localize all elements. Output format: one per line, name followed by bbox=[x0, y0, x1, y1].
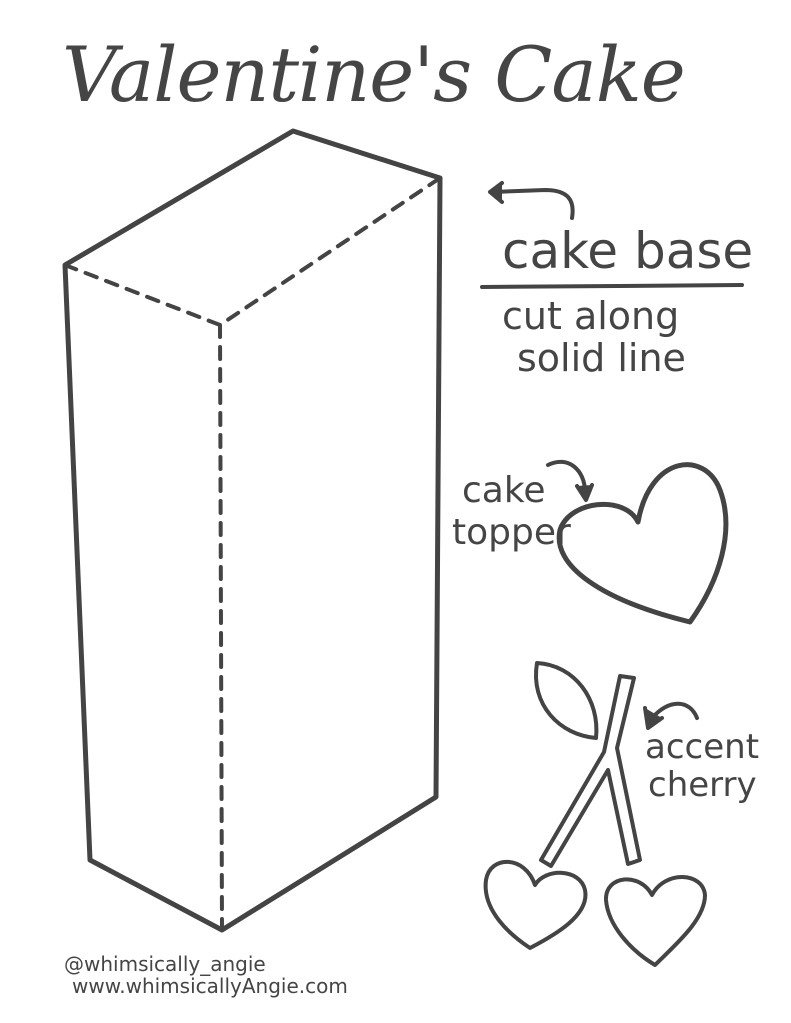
arrow-to-cake-base bbox=[480, 181, 744, 289]
label-topper-2: topper bbox=[452, 512, 571, 553]
cherry-shapes bbox=[483, 661, 707, 967]
heart-topper-shape bbox=[556, 462, 729, 625]
stem-shape bbox=[539, 674, 642, 868]
cake-base-solid-outline bbox=[62, 128, 443, 933]
cherry-right-shape bbox=[603, 875, 707, 967]
label-cut-instruction-1: cut along bbox=[502, 294, 680, 338]
label-accent-2: cherry bbox=[648, 765, 757, 805]
credit-handle: @whimsically_angie bbox=[64, 952, 266, 976]
cake-base-underline bbox=[480, 283, 744, 289]
page-title: Valentine's Cake bbox=[62, 30, 686, 119]
label-topper-1: cake bbox=[462, 470, 546, 511]
cake-base-fold-lines bbox=[63, 176, 442, 932]
arrow-to-cherry bbox=[643, 701, 699, 730]
label-cut-instruction-2: solid line bbox=[517, 336, 686, 380]
leaf-shape bbox=[534, 661, 599, 740]
credit-website: www.whimsicallyAngie.com bbox=[72, 974, 348, 998]
cherry-left-shape bbox=[483, 859, 588, 950]
arrow-to-topper bbox=[546, 459, 594, 502]
label-accent-1: accent bbox=[645, 727, 760, 767]
label-cake-base: cake base bbox=[502, 222, 754, 280]
cake-base-box bbox=[62, 128, 443, 933]
